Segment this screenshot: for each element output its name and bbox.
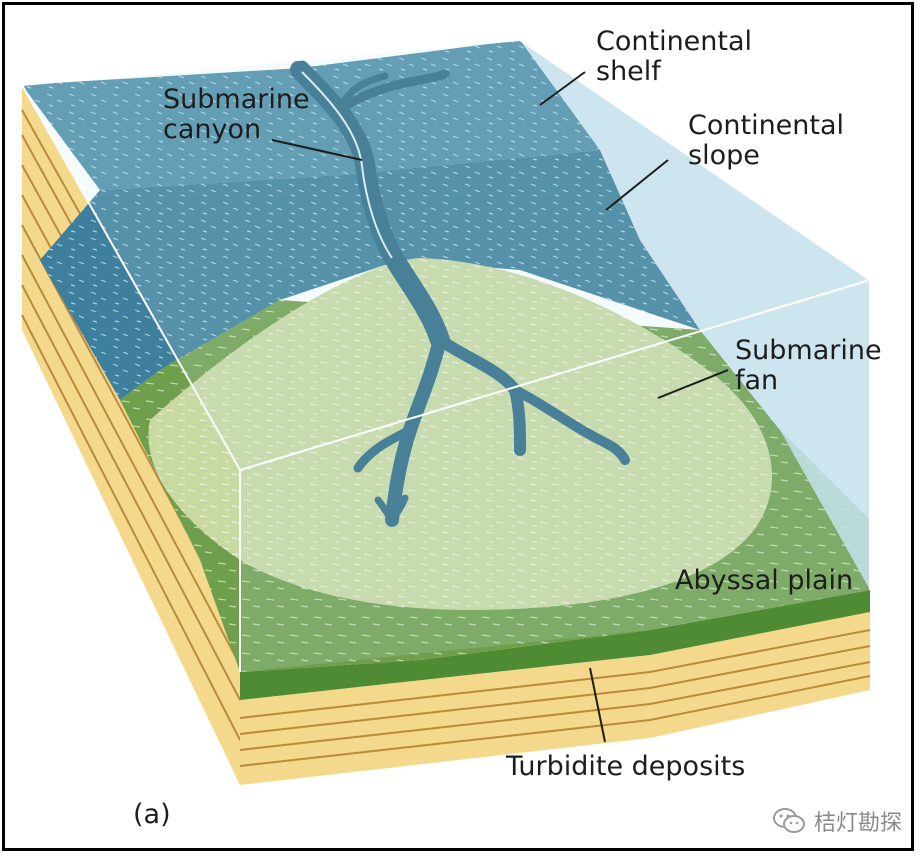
- leader-continental-slope: [605, 159, 669, 211]
- label-submarine-canyon: Submarine canyon: [163, 85, 310, 145]
- label-continental-shelf: Continental shelf: [596, 27, 752, 87]
- label-submarine-canyon-line2: canyon: [163, 114, 262, 145]
- label-continental-slope-line2: slope: [688, 140, 760, 171]
- label-submarine-fan-line1: Submarine: [735, 335, 882, 366]
- label-abyssal-plain: Abyssal plain: [675, 565, 854, 596]
- label-continental-shelf-line1: Continental: [596, 26, 753, 57]
- leader-lines: [271, 71, 729, 743]
- leader-submarine-fan: [657, 369, 729, 399]
- label-submarine-fan: Submarine fan: [735, 336, 882, 396]
- front-sediment-face: [239, 590, 871, 785]
- watermark: 桔灯勘探: [772, 805, 902, 837]
- label-continental-slope-line1: Continental: [688, 110, 845, 141]
- label-continental-slope: Continental slope: [688, 111, 844, 171]
- panel-label: (a): [133, 799, 171, 830]
- watermark-text: 桔灯勘探: [813, 811, 902, 836]
- label-submarine-canyon-line1: Submarine: [163, 84, 310, 115]
- label-submarine-fan-line2: fan: [735, 365, 779, 396]
- leader-continental-shelf: [539, 71, 586, 106]
- label-turbidite-deposits: Turbidite deposits: [506, 751, 746, 782]
- submarine-canyon: [290, 60, 630, 527]
- leader-submarine-canyon: [271, 139, 363, 161]
- water-box: [21, 38, 873, 672]
- canyon-highlight: [301, 71, 393, 259]
- label-continental-shelf-line2: shelf: [596, 56, 661, 87]
- leader-turbidite-deposits: [589, 667, 606, 743]
- wechat-icon: [772, 808, 805, 833]
